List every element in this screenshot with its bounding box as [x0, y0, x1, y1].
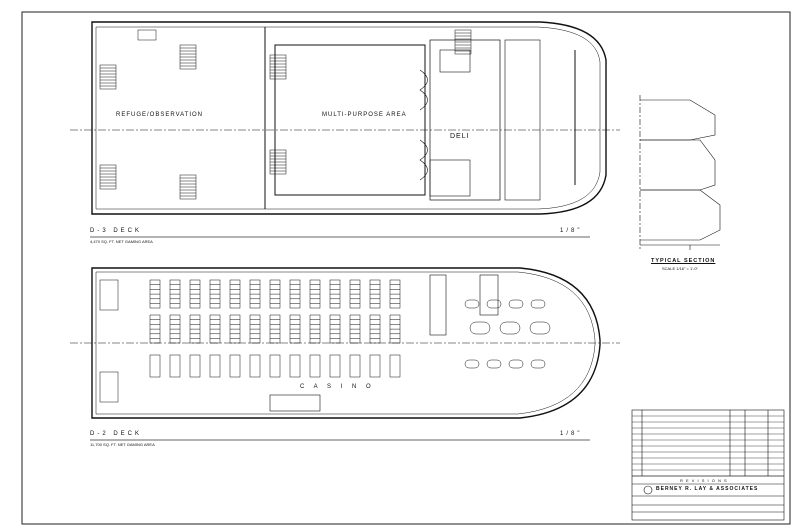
- slot-bank: [149, 354, 161, 378]
- game-table: [508, 299, 524, 309]
- lower-deck-plan: [91, 267, 601, 419]
- lower-deck-area: 11,700 SQ. FT. NET GAMING AREA: [90, 442, 155, 447]
- slot-bank: [389, 354, 401, 378]
- game-table: [499, 321, 521, 335]
- room-label-casino: C A S I N O: [300, 384, 375, 390]
- section-scale: SCALE 1/16" = 1'-0": [662, 266, 698, 271]
- revisions-label: R E V I S I O N S: [680, 478, 728, 483]
- upper-deck-title: D-3 DECK: [90, 228, 143, 234]
- typical-section-drawing: [639, 95, 721, 250]
- room-label-multi-purpose: MULTI-PURPOSE AREA: [322, 112, 407, 118]
- multi-purpose-room: [274, 44, 426, 196]
- game-table: [530, 359, 546, 369]
- upper-hull-outline: [91, 21, 607, 215]
- game-table: [529, 321, 551, 335]
- slot-bank: [329, 354, 341, 378]
- section-title: TYPICAL SECTION: [651, 258, 716, 264]
- slot-bank: [369, 354, 381, 378]
- slot-bank: [249, 354, 261, 378]
- slot-bank: [309, 354, 321, 378]
- game-table: [486, 299, 502, 309]
- upper-stairs: [99, 29, 472, 200]
- room-label-deli: DELI: [450, 133, 470, 140]
- sheet-border: [21, 11, 791, 525]
- lower-deck-scale: 1/8": [560, 431, 583, 437]
- game-table: [530, 299, 546, 309]
- game-table: [464, 299, 480, 309]
- slot-bank: [349, 354, 361, 378]
- lower-deck-title: D-2 DECK: [90, 431, 143, 437]
- slot-bank: [189, 354, 201, 378]
- slot-bank: [169, 354, 181, 378]
- upper-deck-scale: 1/8": [560, 228, 583, 234]
- room-label-refuge: REFUGE/OBSERVATION: [116, 112, 204, 118]
- title-block: [631, 409, 785, 521]
- game-table: [464, 359, 480, 369]
- game-table: [508, 359, 524, 369]
- slot-bank: [289, 354, 301, 378]
- slot-bank: [209, 354, 221, 378]
- firm-name: BERNEY R. LAY & ASSOCIATES: [656, 486, 759, 492]
- casino-tables: [149, 279, 551, 378]
- slot-bank: [269, 354, 281, 378]
- upper-deck-plan: [91, 21, 607, 215]
- game-table: [486, 359, 502, 369]
- game-table: [469, 321, 491, 335]
- lower-hull-outline: [91, 267, 601, 419]
- upper-deck-area: 4,470 SQ. FT. NET GAMING AREA: [90, 239, 153, 244]
- slot-bank: [229, 354, 241, 378]
